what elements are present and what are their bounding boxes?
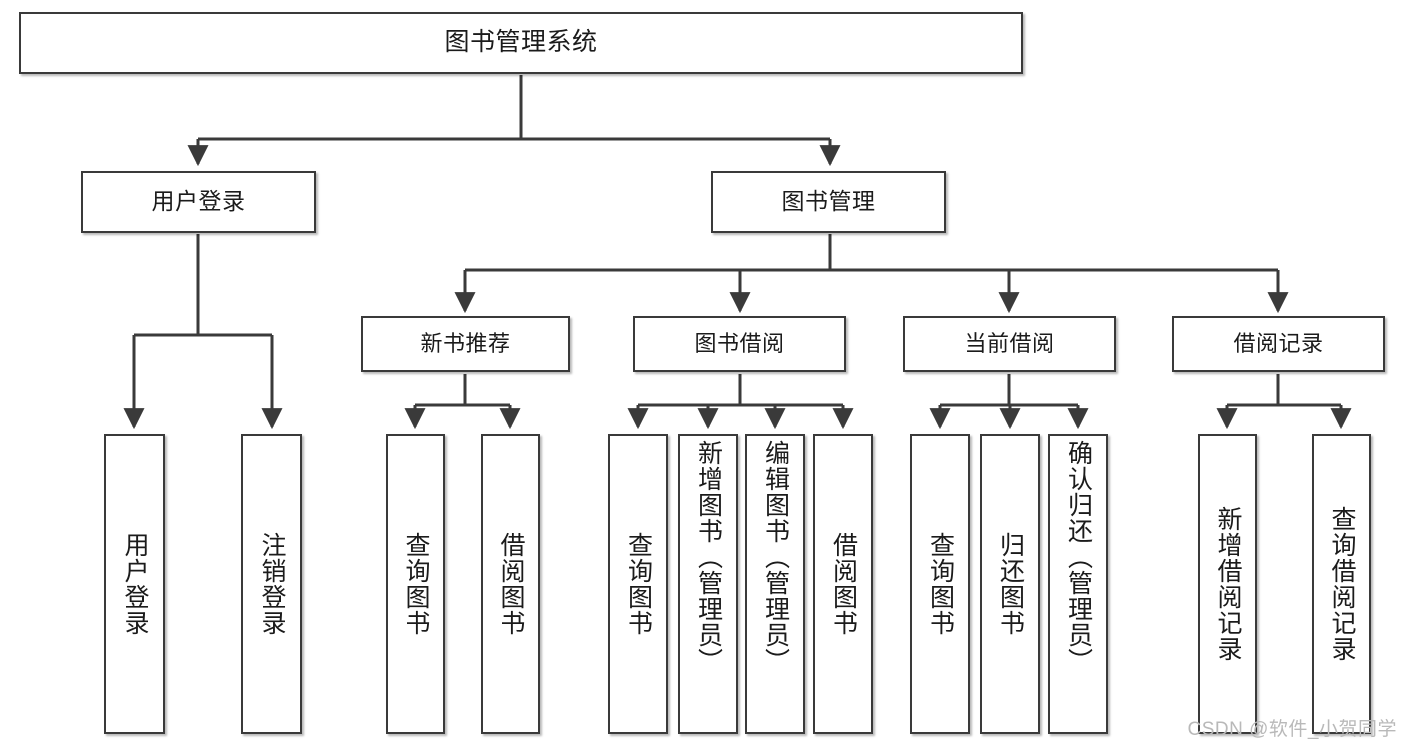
node-borrow-record[interactable]: 借阅记录 [1172, 316, 1385, 372]
leaf-query-book-new[interactable]: 查询图书 [386, 434, 445, 734]
node-label: 用户登录 [121, 532, 149, 636]
node-label: 查询图书 [926, 532, 955, 636]
node-new-book-recommend[interactable]: 新书推荐 [361, 316, 570, 372]
leaf-query-book-borrow[interactable]: 查询图书 [608, 434, 668, 734]
leaf-add-book-admin[interactable]: 新增图书（管理员） [678, 434, 738, 734]
leaf-logout[interactable]: 注销登录 [241, 434, 302, 734]
node-current-borrow[interactable]: 当前借阅 [903, 316, 1116, 372]
node-label: 查询借阅记录 [1328, 506, 1356, 662]
node-label: 确认归还（管理员） [1064, 440, 1093, 674]
node-label: 用户登录 [151, 188, 246, 215]
node-label: 图书管理 [781, 188, 876, 215]
node-label: 查询图书 [402, 532, 430, 636]
node-label: 图书借阅 [694, 331, 785, 357]
leaf-add-borrow-record[interactable]: 新增借阅记录 [1198, 434, 1257, 734]
node-label: 新增图书（管理员） [694, 440, 723, 674]
node-label: 借阅图书 [497, 532, 525, 636]
node-label: 注销登录 [258, 532, 286, 636]
node-label: 新增借阅记录 [1214, 506, 1242, 662]
node-book-management[interactable]: 图书管理 [711, 171, 946, 233]
leaf-return-book[interactable]: 归还图书 [980, 434, 1040, 734]
leaf-query-book-current[interactable]: 查询图书 [910, 434, 970, 734]
node-root-book-management-system[interactable]: 图书管理系统 [19, 12, 1023, 74]
node-label: 编辑图书（管理员） [761, 440, 790, 674]
node-label: 当前借阅 [964, 331, 1055, 357]
leaf-borrow-book[interactable]: 借阅图书 [813, 434, 873, 734]
node-label: 借阅图书 [829, 532, 858, 636]
node-label: 查询图书 [624, 532, 653, 636]
node-label: 归还图书 [996, 532, 1025, 636]
leaf-confirm-return-admin[interactable]: 确认归还（管理员） [1048, 434, 1108, 734]
leaf-user-login[interactable]: 用户登录 [104, 434, 165, 734]
leaf-query-borrow-record[interactable]: 查询借阅记录 [1312, 434, 1371, 734]
node-label: 图书管理系统 [444, 28, 598, 57]
node-label: 借阅记录 [1233, 331, 1324, 357]
leaf-borrow-book-new[interactable]: 借阅图书 [481, 434, 540, 734]
node-book-borrow[interactable]: 图书借阅 [633, 316, 846, 372]
leaf-edit-book-admin[interactable]: 编辑图书（管理员） [745, 434, 805, 734]
node-user-login[interactable]: 用户登录 [81, 171, 316, 233]
node-label: 新书推荐 [420, 331, 511, 357]
